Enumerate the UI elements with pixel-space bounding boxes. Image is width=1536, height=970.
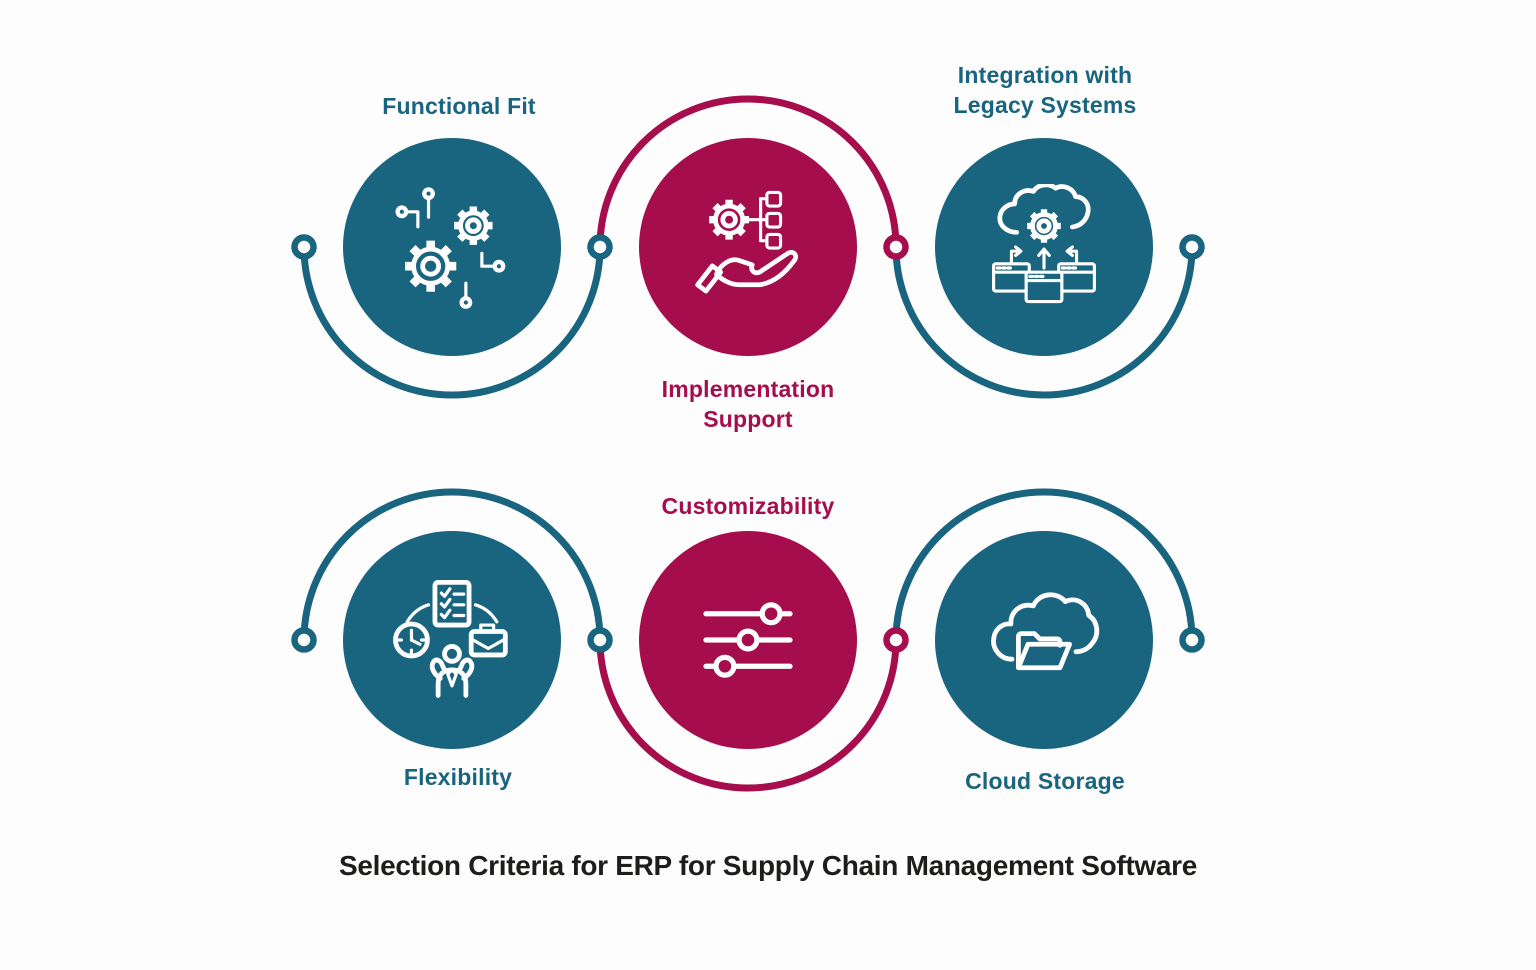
- customizability-label: Customizability: [661, 493, 835, 519]
- connector-node-icon: [291, 234, 317, 260]
- connector-node-icon: [1179, 234, 1205, 260]
- sliders-icon: [703, 602, 793, 678]
- infographic-title: Selection Criteria for ERP for Supply Ch…: [338, 850, 1198, 881]
- implementation-support-circle: [639, 138, 857, 356]
- cloud-gear-windows-icon: [992, 184, 1096, 304]
- customizability-circle: [639, 531, 857, 749]
- flexibility-label: Flexibility: [403, 764, 513, 790]
- connector-arc-integration-legacy: [892, 246, 1196, 399]
- connector-node-icon: [587, 234, 613, 260]
- connector-node-icon: [883, 627, 909, 653]
- cloud-storage-circle: [935, 531, 1153, 749]
- cloud-folder-icon: [991, 592, 1100, 671]
- flexibility-circle: [343, 531, 561, 749]
- hand-gear-hierarchy-icon: [695, 190, 799, 294]
- connector-arc-functional-fit: [300, 246, 604, 399]
- functional-fit-label: Functional Fit: [382, 93, 536, 119]
- connector-arc-customizability: [596, 639, 900, 792]
- connector-node-icon: [1179, 627, 1205, 653]
- person-time-tasks-icon: [393, 580, 508, 698]
- cloud-storage-label: Cloud Storage: [965, 768, 1125, 794]
- connector-arc-cloud-storage: [892, 488, 1196, 641]
- connector-node-icon: [883, 234, 909, 260]
- connector-arc-flexibility: [300, 488, 604, 641]
- integration-legacy-circle: [935, 138, 1153, 356]
- connector-arc-implementation-support: [596, 95, 900, 248]
- integration-legacy-label: Integration with Legacy Systems: [953, 62, 1137, 118]
- functional-fit-circle: [343, 138, 561, 356]
- gears-circuit-icon: [395, 187, 506, 309]
- connector-node-icon: [587, 627, 613, 653]
- connector-node-icon: [291, 627, 317, 653]
- implementation-support-label: Implementation Support: [661, 376, 835, 432]
